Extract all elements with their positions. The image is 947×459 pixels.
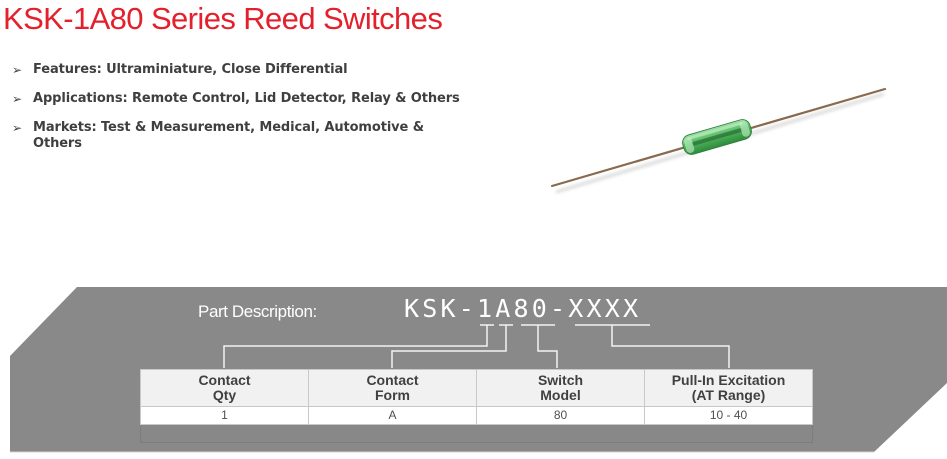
list-item-features: ➢ Features: Ultraminiature, Close Differ… — [12, 62, 492, 78]
connector-model — [537, 325, 558, 368]
arrow-bullet-icon: ➢ — [12, 121, 22, 135]
connector-form — [391, 325, 507, 368]
header-pull-in-excitation: Pull-In Excitation(AT Range) — [644, 369, 813, 407]
cell-contact-form: A — [308, 406, 477, 425]
connector-excitation — [611, 325, 730, 368]
part-number-code: KSK-1A80-XXXX — [404, 294, 642, 323]
table-footer-strip — [140, 424, 813, 443]
cell-switch-model: 80 — [476, 406, 645, 425]
glass-capsule — [682, 119, 752, 155]
page-title: KSK-1A80 Series Reed Switches — [3, 1, 443, 36]
list-item-applications: ➢ Applications: Remote Control, Lid Dete… — [12, 91, 492, 107]
empty-footer-cell — [140, 424, 813, 443]
bullet-text: Applications: Remote Control, Lid Detect… — [33, 91, 460, 106]
bullet-text: Markets: Test & Measurement, Medical, Au… — [33, 120, 424, 151]
reed-switch-image — [550, 87, 887, 194]
list-item-markets: ➢ Markets: Test & Measurement, Medical, … — [12, 120, 473, 152]
part-description-label: Part Description: — [198, 302, 317, 321]
arrow-bullet-icon: ➢ — [12, 63, 22, 77]
arrow-bullet-icon: ➢ — [12, 92, 22, 106]
feature-list: ➢ Features: Ultraminiature, Close Differ… — [12, 62, 492, 165]
connector-qty — [223, 325, 488, 368]
table-row: 1 A 80 10 - 40 — [140, 406, 813, 425]
cell-pull-in-excitation: 10 - 40 — [644, 406, 813, 425]
cell-contact-qty: 1 — [140, 406, 309, 425]
bullet-text: Features: Ultraminiature, Close Differen… — [33, 62, 348, 77]
